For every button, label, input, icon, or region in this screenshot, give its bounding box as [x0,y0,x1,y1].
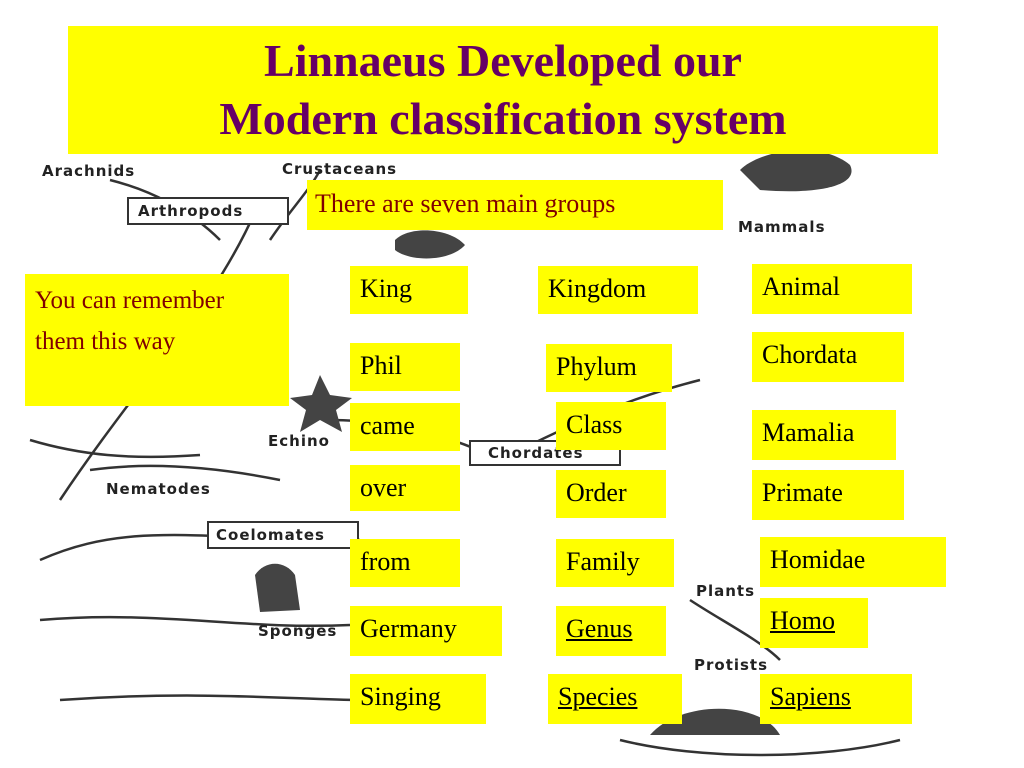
slide-title: Linnaeus Developed our Modern classifica… [68,26,938,154]
rank-family: Family [556,539,674,587]
human-species-sapiens: Sapiens [760,674,912,724]
rank-genus-text: Genus [566,614,633,643]
diagram-label-mammals: Mammals [738,218,826,236]
diagram-label-arachnids: Arachnids [42,162,136,180]
human-genus-homo: Homo [760,598,868,648]
rank-genus: Genus [556,606,666,656]
human-genus-homo-text: Homo [770,606,835,635]
diagram-label-sponges: Sponges [258,622,338,640]
mnemonic-word-came: came [350,403,460,451]
title-line-2: Modern classification system [219,93,787,144]
diagram-label-echino: Echino [268,432,330,450]
human-phylum-chordata: Chordata [752,332,904,382]
human-family-homidae: Homidae [760,537,946,587]
subtitle-seven-groups: There are seven main groups [307,180,723,230]
mnemonic-word-over: over [350,465,460,511]
diagram-label-plants: Plants [696,582,756,600]
rank-class: Class [556,402,666,450]
mnemonic-note: You can remember them this way [25,274,289,406]
mnemonic-word-germany: Germany [350,606,502,656]
diagram-label-crustaceans: Crustaceans [282,160,398,178]
rank-phylum: Phylum [546,344,672,392]
diagram-label-arthropods: Arthropods [138,202,244,220]
rank-species: Species [548,674,682,724]
human-kingdom-animal: Animal [752,264,912,314]
mnemonic-word-king: King [350,266,468,314]
title-line-1: Linnaeus Developed our [264,35,742,86]
mnemonic-word-from: from [350,539,460,587]
diagram-label-coelomates: Coelomates [216,526,325,544]
rank-kingdom: Kingdom [538,266,698,314]
diagram-label-nematodes: Nematodes [106,480,211,498]
human-species-sapiens-text: Sapiens [770,682,851,711]
rank-order: Order [556,470,666,518]
mnemonic-word-singing: Singing [350,674,486,724]
mnemonic-word-phil: Phil [350,343,460,391]
rank-species-text: Species [558,682,638,711]
human-class-mamalia: Mamalia [752,410,896,460]
human-order-primate: Primate [752,470,904,520]
diagram-label-protists: Protists [694,656,769,674]
